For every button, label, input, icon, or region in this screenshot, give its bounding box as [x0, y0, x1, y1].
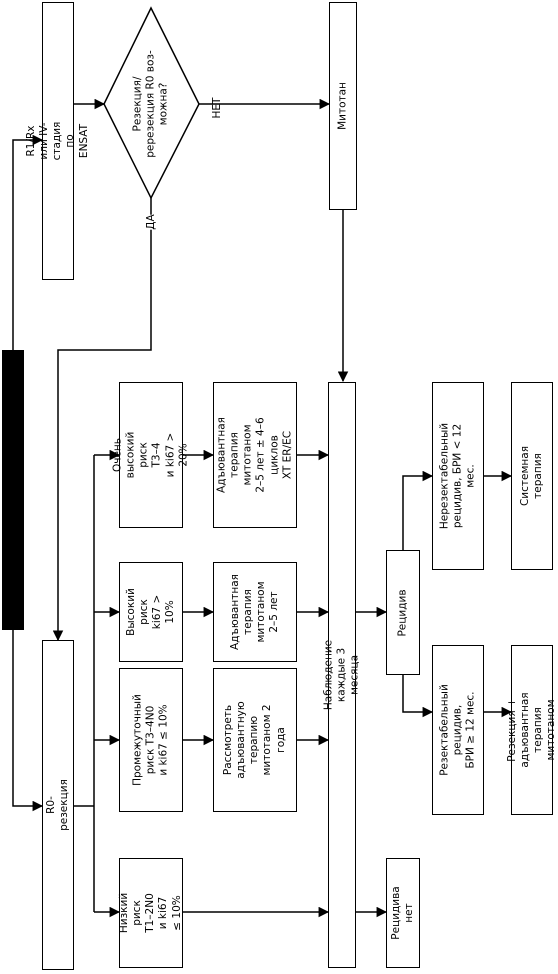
decision-diamond — [103, 6, 200, 200]
edge-relapse-to-unresectable — [402, 470, 434, 550]
stage-label: R1/Rx или IV-стадия по ENSAT — [25, 121, 90, 161]
low-risk-box: Низкий риск T1–2N0 и ki67 ≤ 10% — [118, 858, 183, 968]
edge-decision-yes — [52, 198, 152, 642]
mitotan-box: Митотан — [329, 2, 357, 210]
decision-label: Резекция/ ререзекция R0 воз- можна? — [131, 50, 170, 158]
resectable-box: Резектабельный рецидив, БРИ ≥ 12 мес. — [432, 645, 484, 815]
systemic-label: Системная терапия — [518, 445, 544, 507]
resection-adjuvant-box: Резекция + адъювантная терапия митотаном — [506, 645, 557, 815]
top-black-box — [2, 350, 24, 630]
stage-box: R1/Rx или IV-стадия по ENSAT — [25, 2, 90, 280]
high-therapy-label: Адъювантная терапия митотаном 2–5 лет — [228, 574, 281, 650]
mid-risk-label: Промежуточный риск T3–4N0 и ki67 ≤ 10% — [131, 694, 170, 786]
edge-black-to-r0 — [12, 630, 44, 812]
observation-label: Наблюдение каждые 3 месяца — [322, 639, 361, 711]
unresectable-label: Нерезектабельный рецидив, БРИ < 12 мес. — [438, 422, 477, 530]
edge-label-no: НЕТ — [211, 97, 223, 119]
relapse-box: Рецидив — [386, 550, 420, 675]
very-high-risk-label: Очень высокий риск T3–4 и ki67 > 20% — [111, 431, 190, 479]
mid-therapy-box: Рассмотреть адъювантную терапию митотано… — [213, 668, 297, 812]
low-risk-label: Низкий риск T1–2N0 и ki67 ≤ 10% — [118, 892, 183, 934]
systemic-box: Системная терапия — [511, 382, 553, 570]
mid-risk-box: Промежуточный риск T3–4N0 и ki67 ≤ 10% — [119, 668, 183, 812]
relapse-label: Рецидив — [396, 588, 409, 637]
no-relapse-box: Рецидива нет — [386, 858, 420, 968]
r0-label: R0-резекция — [44, 779, 70, 831]
very-high-therapy-label: Адъювантная терапия митотаном 2–5 лет ± … — [215, 417, 294, 493]
resection-adjuvant-label: Резекция + адъювантная терапия митотаном — [505, 692, 558, 768]
unresectable-box: Нерезектабельный рецидив, БРИ < 12 мес. — [432, 382, 484, 570]
resectable-label: Резектабельный рецидив, БРИ ≥ 12 мес. — [438, 684, 477, 776]
edge-label-yes: ДА — [143, 214, 159, 230]
high-therapy-box: Адъювантная терапия митотаном 2–5 лет — [213, 562, 297, 662]
mitotan-label: Митотан — [336, 82, 349, 130]
edge-relapse-to-resectable — [402, 675, 434, 718]
very-high-risk-box: Очень высокий риск T3–4 и ki67 > 20% — [112, 382, 189, 528]
no-relapse-label: Рецидива нет — [389, 886, 415, 940]
very-high-therapy-box: Адъювантная терапия митотаном 2–5 лет ± … — [213, 382, 297, 528]
high-risk-label: Высокий риск ki67 > 10% — [124, 588, 177, 636]
high-risk-box: Высокий риск ki67 > 10% — [119, 562, 183, 662]
mid-therapy-label: Рассмотреть адъювантную терапию митотано… — [222, 701, 287, 779]
edge-black-to-stage — [12, 134, 44, 350]
r0-box: R0-резекция — [42, 640, 74, 970]
observation-box: Наблюдение каждые 3 месяца — [322, 382, 361, 968]
